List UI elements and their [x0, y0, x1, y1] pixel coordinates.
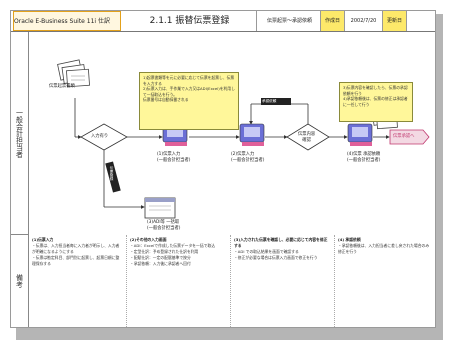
flow-label-top: 承認依頼 — [262, 99, 277, 103]
note-body: ・ADI：Excelで作成した伝票データを一括で取込 ・定型仕訳：予め登録された… — [130, 243, 216, 266]
note-column: (4) 承認依頼 ・承認依頼後は、入力担当者に差し戻された場合のみ修正を行う — [335, 235, 435, 327]
step-mid-label: (3)ADI等 一括取 (一般会計担当者) — [147, 220, 181, 231]
process-name: 伝票起票～承認依頼 — [259, 11, 321, 31]
document-stack-icon — [57, 59, 90, 88]
computer-user-icon — [347, 123, 373, 146]
end-arrow-shape — [389, 129, 430, 145]
computer-user-icon — [239, 123, 265, 146]
product-name: Oracle E-Business Suite 11i 仕訳 — [13, 11, 121, 31]
created-date: 2002/7/20 — [345, 11, 383, 31]
flow-diagram-svg — [57, 59, 430, 219]
note-title: (2)その他の入力画面 — [130, 237, 167, 242]
note-body: ・承認依頼後は、入力担当者に差し戻された場合のみ修正を行う — [338, 243, 430, 254]
updated-label: 更新日 — [383, 11, 407, 31]
note-title: (4) 承認依頼 — [338, 237, 361, 242]
decision1-label: 入力有り — [91, 134, 109, 139]
page-shadow — [16, 328, 443, 340]
note-body: ・ADI での取込結果を画面で確認する ・修正が必要な場合は伝票入力画面で修正を… — [234, 249, 318, 260]
flow-label-tag-vertical — [105, 161, 121, 193]
header-bar: Oracle E-Business Suite 11i 仕訳 2.1.1 振替伝… — [11, 11, 435, 32]
note-body: ・伝票は、入力担当者毎に入力者が明示し、入力者が明確になるようにする ・伝票は勘… — [32, 243, 120, 266]
note-column: (1)伝票入力 ・伝票は、入力担当者毎に入力者が明示し、入力者が明確になるように… — [29, 235, 127, 327]
page-shadow — [436, 14, 443, 332]
note-title: (1)伝票入力 — [32, 237, 54, 242]
note-column: (3)入力された伝票を確認し、必要に応じて内容を修正する ・ADI での取込結果… — [231, 235, 335, 327]
document-title: 2.1.1 振替伝票登録 — [123, 11, 257, 31]
decision-diamond — [286, 123, 330, 151]
decision2-label: 伝票内容 確認 — [298, 132, 316, 143]
lane-label-notes: 備考 — [11, 234, 29, 327]
document-page: Oracle E-Business Suite 11i 仕訳 2.1.1 振替伝… — [10, 10, 436, 328]
step3-label: (4)伝票 承認依頼 (一般会計担当者) — [347, 152, 381, 163]
callout-note: 3)伝票内容を確認したら、伝票の承認依頼を行う 4)承認依頼後は、伝票の修正は承… — [339, 82, 413, 122]
window-icon — [144, 197, 176, 219]
decision-diamond — [80, 123, 128, 151]
start-label: 伝票起票書類 — [49, 84, 75, 89]
step1-label: (1)伝票入力 (一般会計担当者) — [157, 152, 191, 163]
callout-note: 1)起票書類等を元に必要に応じて伝票を起票し、伝票を入力する 2)伝票入力は、手… — [139, 72, 239, 130]
note-title: (3)入力された伝票を確認し、必要に応じて内容を修正する — [234, 237, 328, 248]
flow-label-tag — [261, 98, 291, 105]
flow-diagram: 伝票起票書類 入力有り (1)伝票入力 (一般会計担当者) (2)伝票入力 (一… — [29, 32, 435, 238]
lane-label-main: 一般会計担当者 — [11, 32, 29, 234]
flow-label-side: 伝票登録 — [110, 166, 114, 181]
updated-date — [407, 11, 435, 31]
notes-section: (1)伝票入力 ・伝票は、入力担当者毎に入力者が明示し、入力者が明確になるように… — [29, 235, 435, 327]
created-label: 作成日 — [321, 11, 345, 31]
note-column: (2)その他の入力画面 ・ADI：Excelで作成した伝票データを一括で取込 ・… — [127, 235, 231, 327]
step2-label: (2)伝票入力 (一般会計担当者) — [231, 152, 265, 163]
end-label: 伝票承認へ — [393, 134, 415, 139]
